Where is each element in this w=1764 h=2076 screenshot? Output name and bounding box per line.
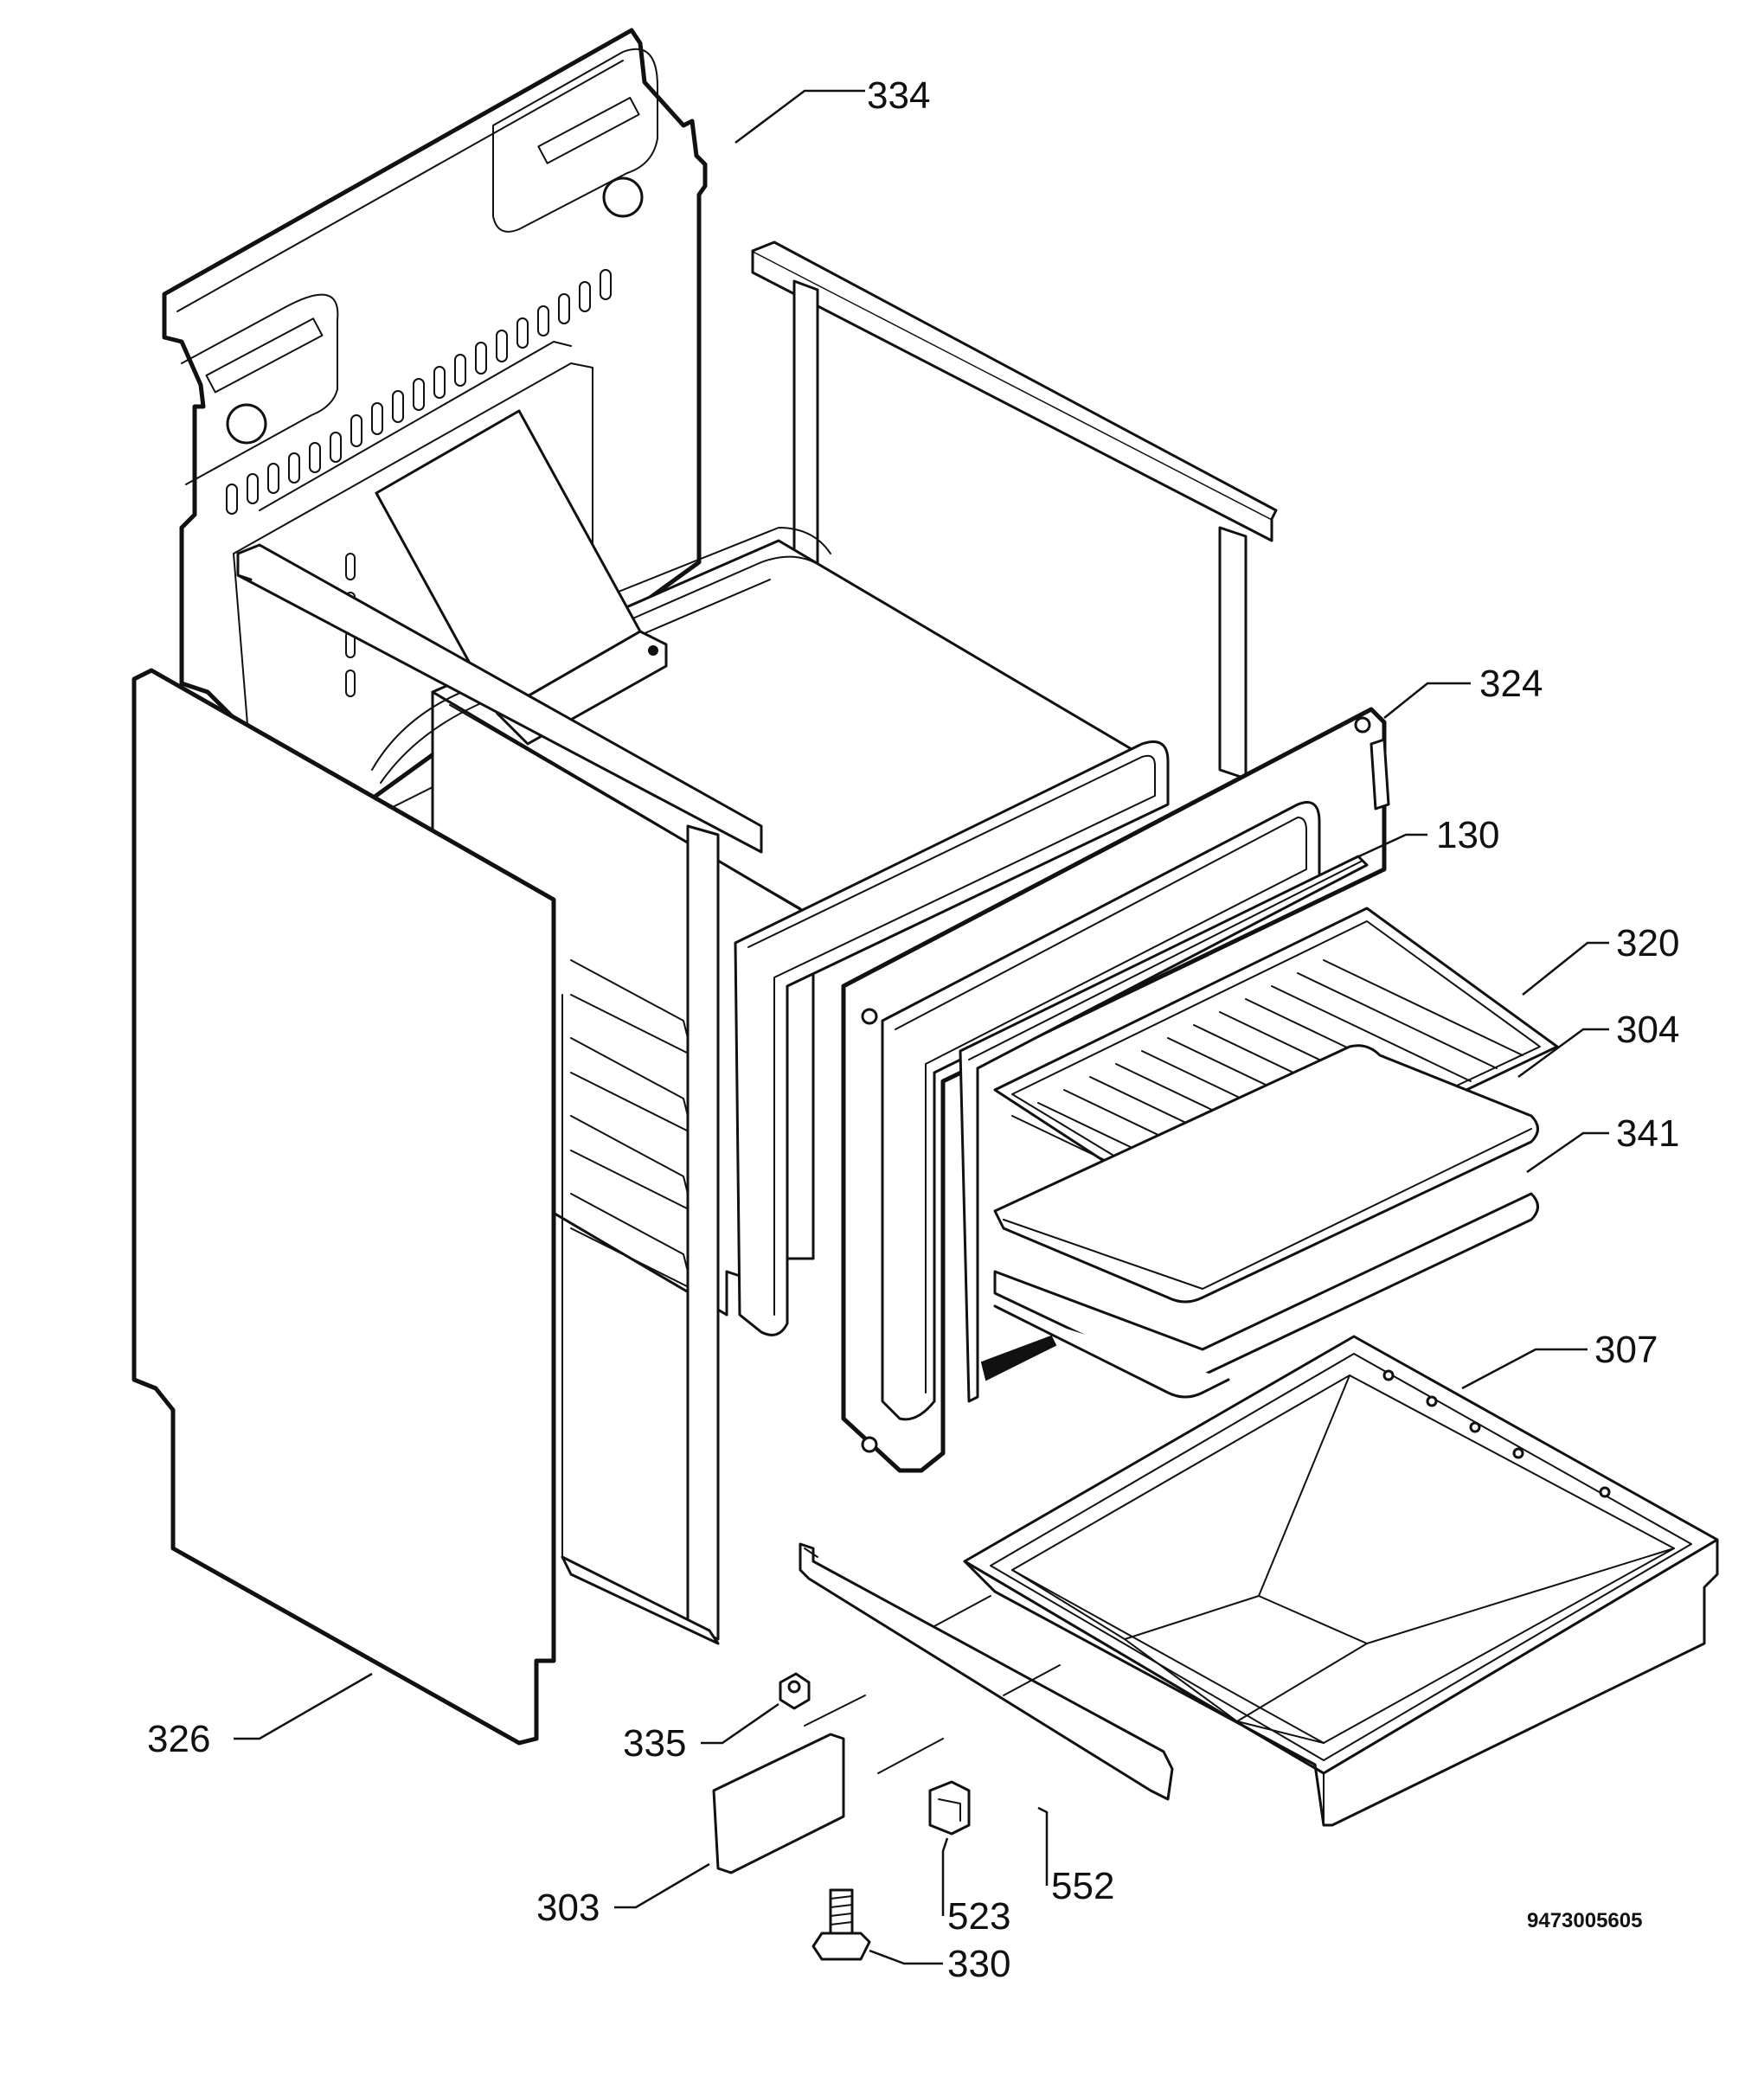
callout-307: 307 (1594, 1329, 1658, 1371)
front-frame-rail (236, 543, 763, 1645)
callout-330: 330 (947, 1943, 1010, 1985)
part-307-drawer (963, 1335, 1719, 1827)
callout-335: 335 (623, 1722, 686, 1765)
cavity-front-seal (734, 740, 1170, 1336)
part-552-drawer-runner (799, 1542, 1174, 1801)
part-304-baking-tray (993, 1044, 1539, 1304)
callout-334: 334 (867, 74, 930, 117)
callout-304: 304 (1616, 1009, 1679, 1051)
part-334-back-panel (162, 28, 708, 876)
part-330-bolt (811, 1888, 871, 1961)
drawing-number: 9473005605 (1527, 1909, 1642, 1932)
callout-320: 320 (1616, 922, 1679, 964)
back-panel-vent-slots (226, 269, 612, 515)
callout-324: 324 (1479, 663, 1543, 705)
part-324-front-frame (841, 707, 1390, 1473)
callout-523: 523 (947, 1895, 1010, 1938)
part-303-kick-plate (712, 1695, 944, 1874)
callout-130: 130 (1436, 814, 1499, 856)
part-523-clip (928, 1780, 971, 1836)
callout-labels: 334 324 130 320 304 341 307 326 335 303 … (147, 74, 1679, 1985)
part-341-grill-pan (993, 1192, 1539, 1399)
callout-341: 341 (1616, 1112, 1679, 1155)
part-326-side-panel (131, 668, 556, 1746)
callout-303: 303 (536, 1887, 600, 1929)
callout-326: 326 (147, 1718, 210, 1760)
part-335-screw (779, 1672, 811, 1710)
leader-lines (234, 89, 1609, 1965)
callout-552: 552 (1051, 1865, 1114, 1907)
